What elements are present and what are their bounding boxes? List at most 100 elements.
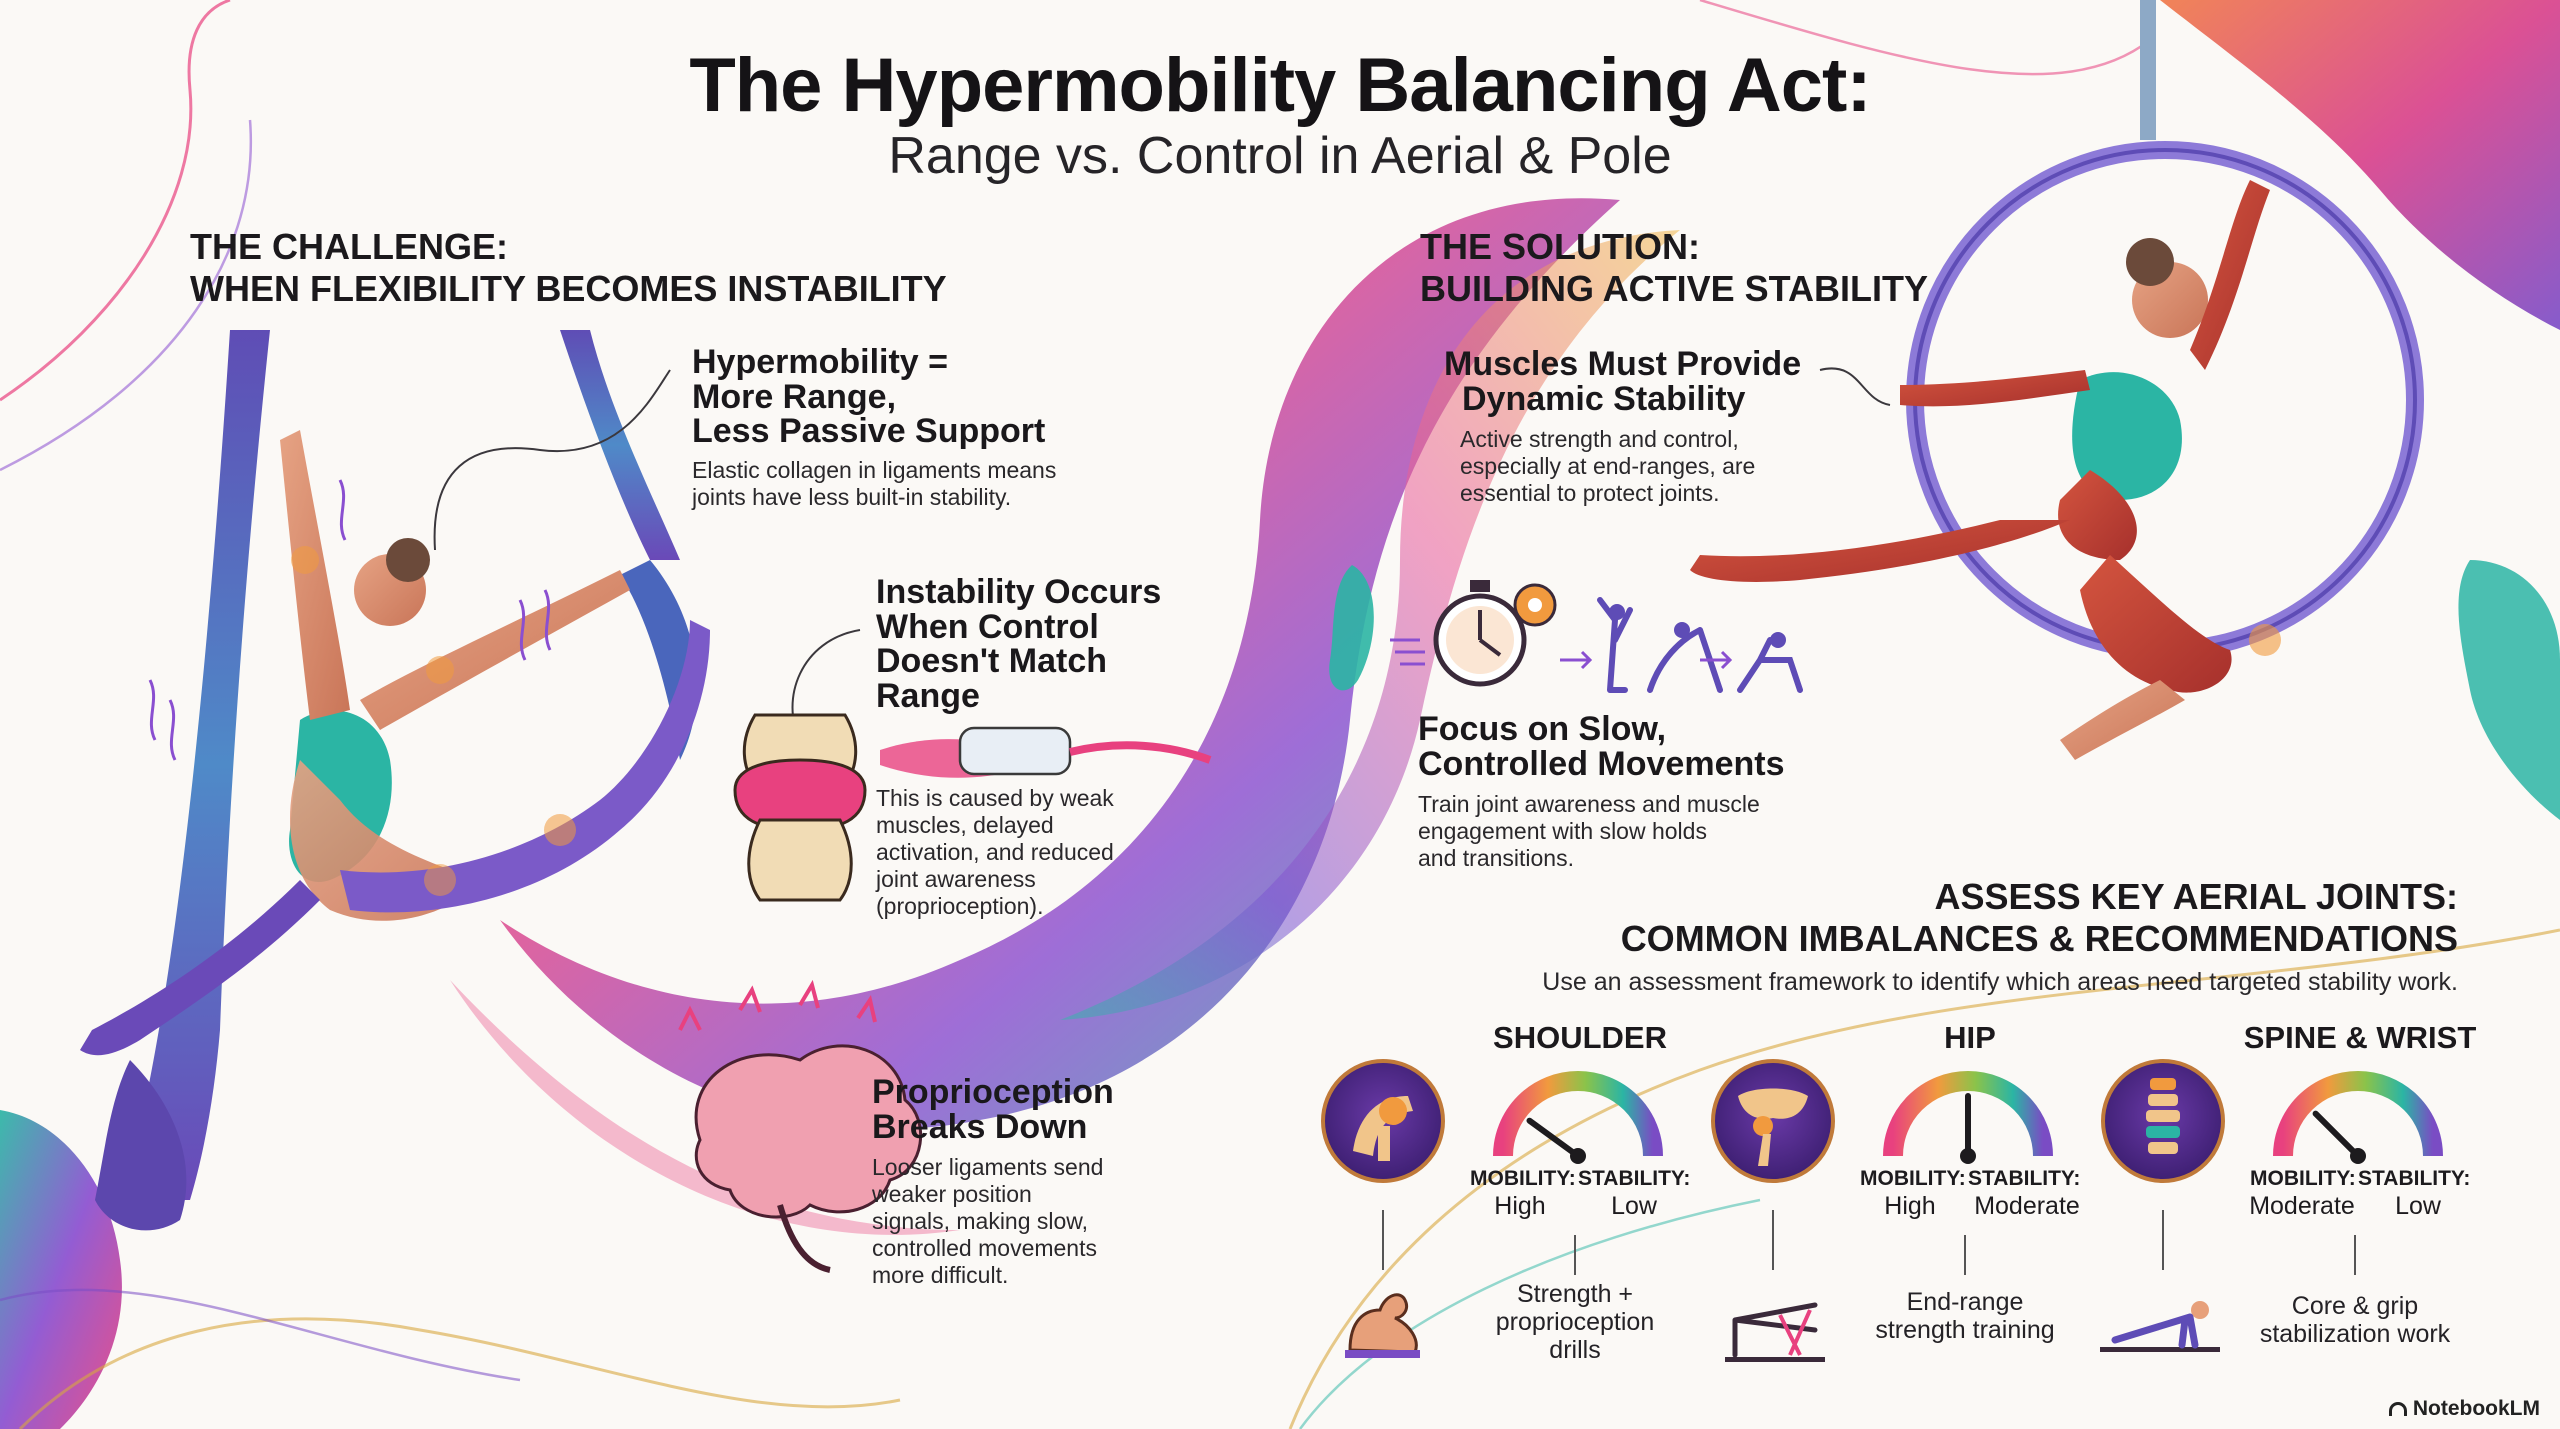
block-text-line: Elastic collagen in ligaments means <box>692 457 1057 484</box>
divider <box>1772 1210 1774 1270</box>
challenge-block-hypermobility: Hypermobility = More Range, Less Passive… <box>692 345 1112 511</box>
silks-aerialist-illustration <box>80 330 710 1231</box>
hoop-aerialist-illustration <box>1690 0 2424 760</box>
block-text-line: weaker position <box>872 1181 1032 1208</box>
block-text-line: activation, and reduced <box>876 838 1114 865</box>
challenge-block-instability-text: This is caused by weak muscles, delayed … <box>876 785 1196 920</box>
block-text-line: (proprioception). <box>876 892 1044 919</box>
block-title-line: Range <box>876 677 980 716</box>
recommendation: Strength + proprioception drills <box>1450 1280 1700 1364</box>
notebooklm-logo-icon <box>2388 1402 2407 1416</box>
recommendation-line: proprioception <box>1495 1308 1655 1336</box>
block-title-line: Muscles Must Provide <box>1444 345 1802 383</box>
challenge-block-proprioception: Proprioception Breaks Down Looser ligame… <box>872 1075 1192 1289</box>
resistance-band-leg-icon <box>1725 1302 1825 1362</box>
spine-icon <box>2101 1059 2225 1183</box>
stability-label: STABILITY: <box>2358 1167 2471 1190</box>
gauge-needle <box>1526 1117 1581 1159</box>
assess-heading-line2: COMMON IMBALANCES & RECOMMENDATIONS <box>1620 917 2458 959</box>
hip-joint-icon <box>1711 1059 1835 1183</box>
block-title-line: Controlled Movements <box>1418 744 1785 783</box>
recommendation: End-range strength training <box>1840 1288 2090 1344</box>
brain-illustration <box>678 979 922 1273</box>
block-title-line: Doesn't Match <box>876 642 1107 681</box>
stability-label: STABILITY: <box>1968 1167 2081 1190</box>
challenge-block-instability: Instability Occurs When Control Doesn't … <box>876 575 1196 714</box>
joint-name: SHOULDER <box>1493 1020 1667 1055</box>
divider <box>1574 1235 1576 1275</box>
stability-value: Low <box>1611 1192 1657 1220</box>
block-text-line: and transitions. <box>1418 845 1574 872</box>
recommendation-line: Strength + <box>1516 1280 1634 1308</box>
stopwatch-sequence-illustration <box>1390 580 1803 693</box>
block-title-line: Hypermobility = <box>692 343 949 381</box>
mobility-label: MOBILITY: <box>1860 1167 1966 1190</box>
block-text-line: controlled movements <box>872 1235 1097 1262</box>
ligament-illustration <box>880 726 1212 778</box>
solution-heading-line1: THE SOLUTION: <box>1420 226 1700 267</box>
block-text-line: This is caused by weak <box>876 785 1114 811</box>
mobility-label: MOBILITY: <box>1470 1167 1576 1190</box>
challenge-heading-line2: WHEN FLEXIBILITY BECOMES INSTABILITY <box>190 267 947 309</box>
block-text-line: Active strength and control, <box>1460 426 1739 453</box>
brand-badge: NotebookLM <box>2382 1395 2546 1423</box>
divider <box>2354 1235 2356 1275</box>
block-text-line: more difficult. <box>872 1261 1009 1288</box>
recommendation-line: End-range <box>1906 1288 2024 1316</box>
block-text-line: muscles, delayed <box>876 811 1054 838</box>
joint-name: SPINE & WRIST <box>2243 1020 2477 1055</box>
divider <box>1382 1210 1384 1270</box>
page-subtitle: Range vs. Control in Aerial & Pole <box>888 127 1672 185</box>
stability-gauge <box>1493 1071 1663 1164</box>
recommendation-line: stabilization work <box>2259 1320 2451 1348</box>
solution-heading-line2: BUILDING ACTIVE STABILITY <box>1420 267 1928 309</box>
joint-name: HIP <box>1944 1020 1996 1055</box>
recommendation: Core & grip stabilization work <box>2230 1292 2480 1348</box>
solution-block-muscles: Muscles Must Provide Dynamic Stability A… <box>1444 347 1844 507</box>
stability-gauge <box>1883 1071 2053 1164</box>
page-title: The Hypermobility Balancing Act: <box>689 43 1871 128</box>
block-title-line: When Control <box>876 607 1099 646</box>
mobility-value: High <box>1884 1192 1936 1220</box>
block-text-line: Train joint awareness and muscle <box>1418 791 1760 818</box>
divider <box>1964 1235 1966 1275</box>
block-text-line: Looser ligaments send <box>872 1154 1104 1181</box>
challenge-heading: THE CHALLENGE: WHEN FLEXIBILITY BECOMES … <box>190 226 947 310</box>
recommendation-line: Core & grip <box>2291 1292 2419 1320</box>
joint-card-hip: HIP MOBILITY: STABILITY: High Moderate E… <box>1700 1010 2100 1390</box>
block-text-line: engagement with slow holds <box>1418 818 1707 845</box>
block-title-line: Dynamic Stability <box>1462 379 1746 418</box>
mobility-value: Moderate <box>2249 1192 2355 1220</box>
block-title-line: Proprioception <box>872 1073 1114 1111</box>
block-title-line: Focus on Slow, <box>1418 710 1667 748</box>
recommendation-line: strength training <box>1875 1316 2055 1344</box>
knee-joint-illustration <box>733 713 867 902</box>
assess-heading: ASSESS KEY AERIAL JOINTS: COMMON IMBALAN… <box>1621 876 2458 960</box>
block-title-line: Instability Occurs <box>876 573 1162 611</box>
block-text-line: especially at end-ranges, are <box>1460 453 1756 480</box>
block-title-line: More Range, <box>692 377 897 416</box>
assess-intro: Use an assessment framework to identify … <box>1542 968 2458 996</box>
gauge-needle <box>2312 1110 2361 1159</box>
flexed-arm-icon <box>1345 1293 1420 1358</box>
assess-heading-line1: ASSESS KEY AERIAL JOINTS: <box>1934 876 2458 917</box>
stability-label: STABILITY: <box>1578 1167 1691 1190</box>
solution-block-slow-movements: Focus on Slow, Controlled Movements Trai… <box>1418 712 1858 872</box>
recommendation-line: drills <box>1549 1336 1601 1364</box>
plank-icon <box>2100 1301 2220 1352</box>
stability-value: Moderate <box>1974 1192 2080 1220</box>
shoulder-joint-icon <box>1321 1059 1445 1183</box>
mobility-label: MOBILITY: <box>2250 1167 2356 1190</box>
brand-name: NotebookLM <box>2412 1397 2540 1420</box>
divider <box>2162 1210 2164 1270</box>
block-text-line: joints have less built-in stability. <box>692 483 1012 510</box>
block-text-line: signals, making slow, <box>872 1208 1089 1235</box>
mobility-value: High <box>1494 1192 1546 1220</box>
block-title-line: Less Passive Support <box>692 412 1046 451</box>
block-title-line: Breaks Down <box>872 1107 1088 1146</box>
solution-heading: THE SOLUTION: BUILDING ACTIVE STABILITY <box>1420 226 1928 310</box>
stability-value: Low <box>2395 1192 2441 1220</box>
challenge-heading-line1: THE CHALLENGE: <box>190 226 508 267</box>
stability-gauge <box>2273 1071 2443 1164</box>
